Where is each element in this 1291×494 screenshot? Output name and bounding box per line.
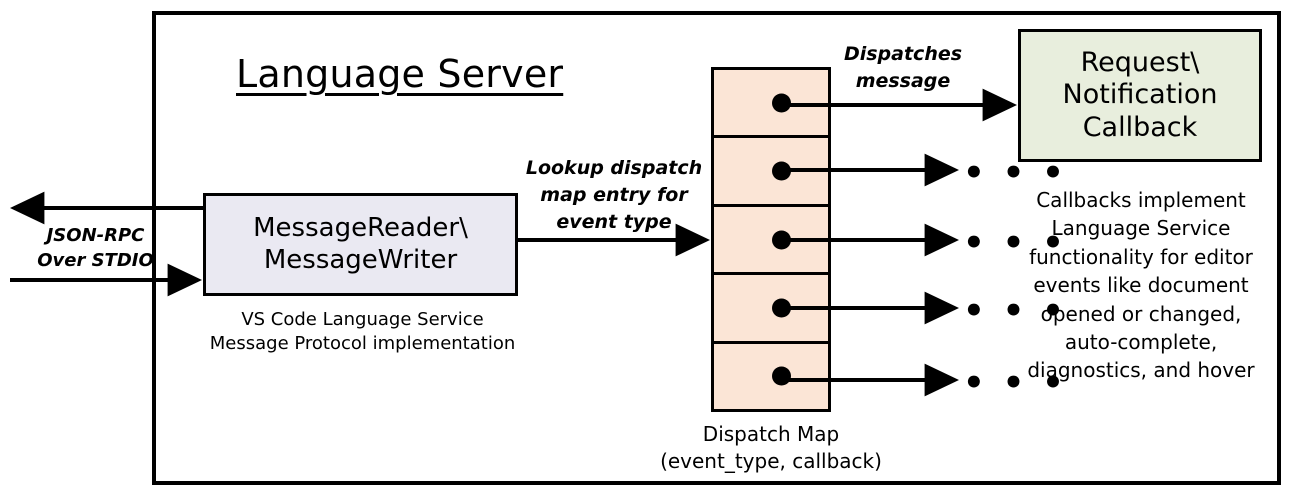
lookup-edge-line3: event type — [556, 210, 672, 233]
language-server-container — [152, 11, 1281, 485]
dispatch-map-table[interactable] — [711, 67, 831, 412]
ellipsis-icon: • • • — [963, 363, 1067, 403]
dispatch-map-row[interactable] — [714, 138, 828, 207]
dispatch-map-row[interactable] — [714, 275, 828, 344]
dispatch-edge-line1: Dispatches — [843, 43, 963, 65]
message-node-line2: MessageWriter — [263, 244, 458, 275]
callback-node-caption: Callbacks implement Language Service fun… — [1008, 186, 1274, 385]
transport-label-line2: Over STDIO — [37, 249, 154, 271]
callback-dot-icon — [772, 93, 791, 113]
dispatch-edge-label: Dispatches message — [838, 41, 968, 95]
callback-caption-line: Callbacks implement — [1036, 188, 1246, 212]
dispatch-map-row[interactable] — [714, 343, 828, 410]
callback-dot-icon — [772, 366, 791, 386]
message-node-caption-line1: VS Code Language Service — [241, 309, 484, 330]
callback-dot-icon — [772, 161, 791, 181]
dispatch-edge-line2: message — [855, 69, 951, 92]
callback-caption-line: functionality for editor — [1029, 244, 1253, 269]
dispatch-map-row[interactable] — [714, 206, 828, 276]
callback-node[interactable]: Request\ Notification Callback — [1018, 29, 1262, 162]
callback-caption-line: Language Service — [1051, 216, 1231, 241]
transport-label-line1: JSON-RPC — [46, 225, 145, 246]
dispatch-map-caption-line2: (event_type, callback) — [660, 449, 882, 473]
message-reader-writer-node[interactable]: MessageReader\ MessageWriter — [203, 193, 518, 296]
dispatch-map-caption: Dispatch Map (event_type, callback) — [640, 421, 902, 475]
callback-caption-line: opened or changed, — [1040, 301, 1242, 326]
ellipsis-icon: • • • — [963, 153, 1067, 193]
lookup-edge-line1: Lookup dispatch — [525, 157, 703, 179]
callback-node-line1: Request\ — [1080, 46, 1200, 78]
lookup-edge-label: Lookup dispatch map entry for event type — [519, 155, 709, 236]
dispatch-map-row[interactable] — [714, 70, 828, 139]
dispatch-map-caption-line1: Dispatch Map — [702, 422, 840, 446]
callback-caption-line: auto-complete, — [1064, 329, 1218, 354]
page-title: Language Server — [236, 52, 564, 96]
transport-label: JSON-RPC Over STDIO — [28, 224, 163, 274]
callback-caption-line: diagnostics, and hover — [1027, 358, 1255, 383]
callback-dot-icon — [772, 230, 791, 250]
callback-node-line3: Callback — [1082, 111, 1198, 143]
callback-dot-icon — [772, 298, 791, 318]
message-node-caption: VS Code Language Service Message Protoco… — [190, 308, 535, 356]
message-node-line1: MessageReader\ — [253, 212, 468, 243]
lookup-edge-line2: map entry for — [540, 183, 688, 206]
callback-node-line2: Notification — [1062, 79, 1218, 111]
ellipsis-icon: • • • — [963, 223, 1067, 263]
ellipsis-icon: • • • — [963, 291, 1067, 331]
message-node-caption-line2: Message Protocol implementation — [209, 333, 516, 355]
callback-caption-line: events like document — [1033, 273, 1249, 298]
